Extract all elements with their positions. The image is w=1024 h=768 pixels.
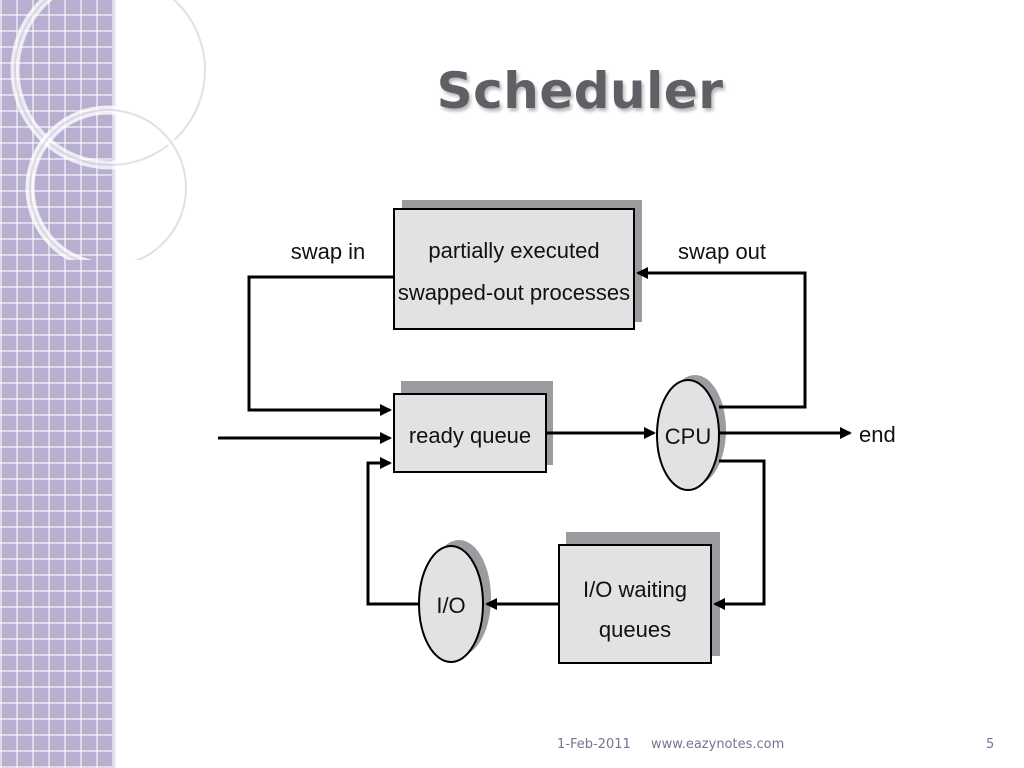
io-node: I/O <box>418 540 491 663</box>
io-waiting-queues-box: I/O waiting queues <box>558 532 720 664</box>
cpu-label: CPU <box>665 424 711 449</box>
cpu-to-io-wait-arrow <box>713 459 766 610</box>
end-label: end <box>859 422 896 447</box>
cpu-node: CPU <box>656 375 726 491</box>
swap-out-label: swap out <box>678 239 766 264</box>
footer-website: www.eazynotes.com <box>651 737 785 752</box>
swapped-out-processes-box: partially executed swapped-out processes <box>393 200 642 330</box>
swap-in-arrow <box>247 275 394 416</box>
swap-out-arrow <box>636 267 807 409</box>
swapped-out-label-line2: swapped-out processes <box>398 280 630 305</box>
ready-queue-box: ready queue <box>393 381 553 473</box>
io-to-ready-arrow <box>366 457 419 606</box>
footer-date: 1-Feb-2011 <box>557 737 631 752</box>
io-waiting-label-line1: I/O waiting <box>583 577 687 602</box>
slide-title: Scheduler <box>436 62 724 120</box>
swap-in-label: swap in <box>291 239 366 264</box>
side-band-edge <box>112 0 116 768</box>
page-number: 5 <box>986 737 995 752</box>
swapped-out-label-line1: partially executed <box>428 238 599 263</box>
ready-queue-label: ready queue <box>409 423 531 448</box>
decorative-rings <box>10 0 210 260</box>
io-label: I/O <box>436 593 465 618</box>
io-waiting-label-line2: queues <box>599 617 671 642</box>
